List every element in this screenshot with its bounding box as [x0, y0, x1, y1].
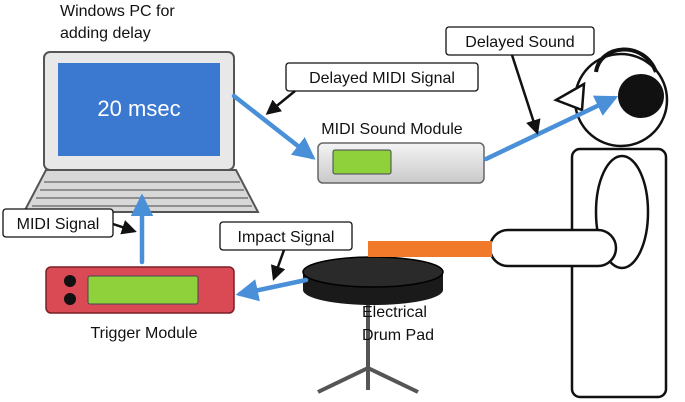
delayed-midi-signal-label: Delayed MIDI Signal [309, 70, 455, 87]
sound-module-display [332, 149, 392, 175]
laptop-keyboard-base [22, 169, 260, 213]
headphones-icon [594, 47, 664, 118]
impact-signal-arrow [235, 277, 309, 302]
drum-pad-label-line2: Drum Pad [362, 327, 434, 344]
pc-title-line1: Windows PC for [60, 3, 175, 20]
impact-signal-label: Impact Signal [238, 229, 335, 246]
delayed-midi-signal-arrow [231, 93, 316, 160]
pc-screen-text: 20 msec [97, 96, 180, 121]
trigger-knob-bottom [64, 293, 76, 305]
impact-signal-callout [219, 221, 353, 251]
pc-title-line2: adding delay [60, 25, 151, 42]
impact-signal-pointer [270, 249, 286, 281]
midi-sound-module [317, 142, 485, 184]
midi-signal-callout [2, 208, 114, 238]
delayed-midi-signal-callout [285, 62, 479, 92]
delayed-sound-label: Delayed Sound [465, 34, 574, 51]
midi-sound-module-label: MIDI Sound Module [321, 121, 463, 138]
trigger-knob-top [64, 275, 76, 287]
drum-pad-surface [302, 256, 444, 288]
drum-pad-label-line1: Electrical [362, 304, 427, 321]
electrical-drum-pad [302, 256, 444, 394]
drummer-forearm [488, 228, 618, 268]
midi-signal-pointer [112, 220, 137, 235]
delayed-sound-arrow [483, 95, 619, 162]
windows-pc-laptop: 20 msec [22, 51, 260, 213]
delayed-midi-pointer [265, 90, 296, 115]
trigger-module-label: Trigger Module [90, 325, 197, 342]
drumstick [368, 241, 492, 257]
trigger-module [45, 266, 235, 314]
delayed-sound-callout [445, 26, 595, 56]
pc-screen [58, 63, 220, 156]
trigger-display [87, 275, 199, 305]
drummer-nose [553, 81, 586, 112]
midi-signal-label: MIDI Signal [17, 216, 100, 233]
delayed-sound-pointer [510, 54, 541, 135]
